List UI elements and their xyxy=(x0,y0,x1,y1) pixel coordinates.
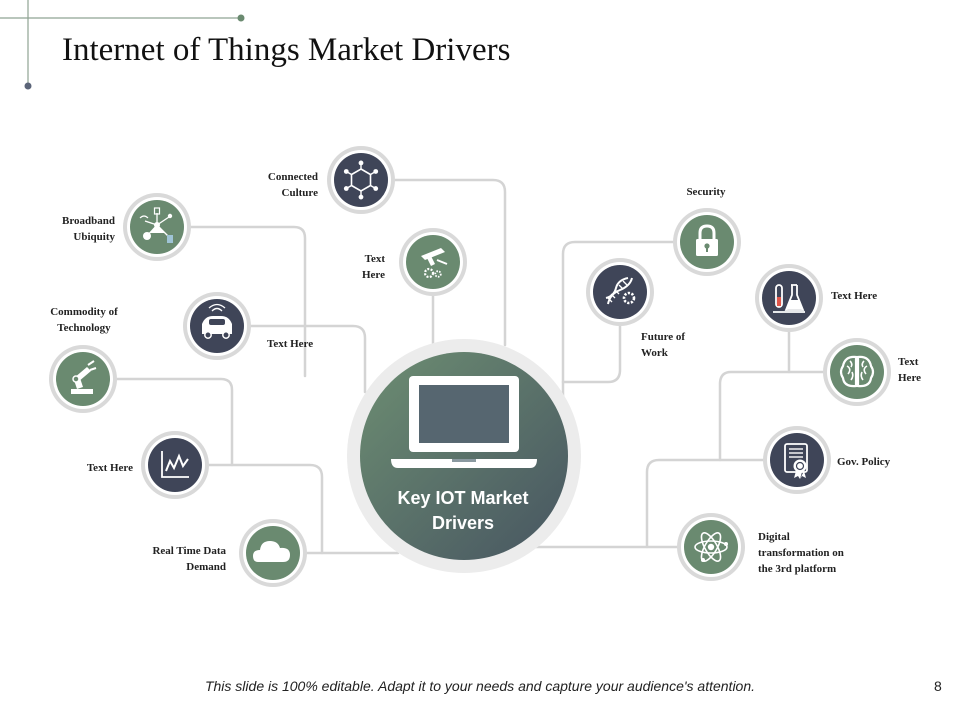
network-icon xyxy=(343,160,379,200)
footer-note: This slide is 100% editable. Adapt it to… xyxy=(204,678,756,694)
brain-icon xyxy=(839,355,875,388)
driver-label-text-here-top: Text Here xyxy=(361,253,385,281)
connected-devices-icon xyxy=(139,207,173,243)
driver-label-broadband-ubiquity: Broadband Ubiquity xyxy=(62,215,115,243)
driver-node xyxy=(755,264,823,332)
corner-decoration xyxy=(0,0,245,90)
driver-nodes xyxy=(49,146,891,587)
padlock-icon xyxy=(696,224,718,256)
driver-label-text-here-chart: Text Here xyxy=(86,462,133,474)
connector-lines xyxy=(114,178,826,555)
robot-arm-gear-icon xyxy=(421,248,448,279)
center-label: Key IOT Market Drivers xyxy=(397,488,529,533)
driver-node xyxy=(823,338,891,406)
driver-node xyxy=(141,431,209,499)
driver-node xyxy=(239,519,307,587)
robotic-arm-icon xyxy=(71,360,97,394)
driver-node xyxy=(183,292,251,360)
driver-label-digital-transformation: Digital transformation on the 3rd platfo… xyxy=(758,531,844,575)
driver-label-real-time-data-demand: Real Time Data Demand xyxy=(152,545,226,573)
smart-car-icon xyxy=(202,303,232,339)
driver-label-future-of-work: Future of Work xyxy=(641,331,686,359)
driver-label-text-here-car: Text Here xyxy=(267,338,314,350)
atom-icon xyxy=(694,532,728,562)
driver-node xyxy=(327,146,395,214)
driver-label-gov-policy: Gov. Policy xyxy=(837,456,891,468)
driver-label-connected-culture: Connected Culture xyxy=(267,171,318,199)
driver-node xyxy=(673,208,741,276)
driver-label-text-here-brain: Text Here xyxy=(898,356,922,384)
driver-node xyxy=(677,513,745,581)
driver-label-security: Security xyxy=(686,186,726,198)
cloud-icon xyxy=(253,541,290,562)
driver-node xyxy=(763,426,831,494)
lab-flask-icon xyxy=(773,284,805,313)
chart-icon xyxy=(161,451,189,478)
page-title: Internet of Things Market Drivers xyxy=(62,32,511,68)
driver-label-commodity-of-technology: Commodity of Technology xyxy=(50,306,118,334)
dna-gear-icon xyxy=(605,277,636,305)
driver-node xyxy=(399,228,467,296)
center-node xyxy=(347,339,581,573)
certificate-icon xyxy=(784,443,808,479)
driver-node xyxy=(586,258,654,326)
driver-node xyxy=(123,193,191,261)
page-number: 8 xyxy=(934,678,942,694)
driver-node xyxy=(49,345,117,413)
laptop-icon xyxy=(391,376,537,468)
driver-label-text-here-flask: Text Here xyxy=(831,290,878,302)
